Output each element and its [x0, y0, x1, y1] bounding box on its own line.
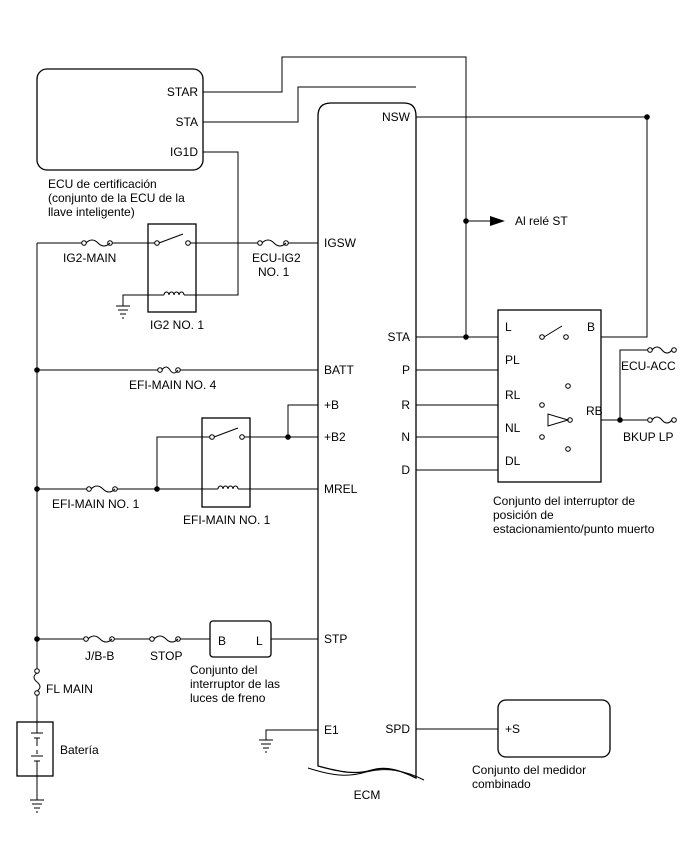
ecu-caption-2: (conjunto de la ECU de la	[48, 191, 185, 205]
ecu-caption-3: llave inteligente)	[48, 205, 135, 219]
stop-switch-term-l: L	[256, 634, 263, 648]
switch-term-b: B	[587, 320, 595, 334]
ecm-pin-batt: BATT	[324, 363, 354, 377]
arrow-icon	[490, 216, 505, 226]
ground-icon	[30, 799, 44, 813]
stop-caption-2: interruptor de las	[190, 677, 280, 691]
ecm-pin-sta: STA	[388, 330, 410, 344]
efi-main-relay: EFI-MAIN NO. 1	[183, 417, 271, 527]
fuse-label-stop: STOP	[150, 649, 182, 663]
fuses	[33, 239, 677, 696]
fuse-label-ig2-main: IG2-MAIN	[63, 251, 116, 265]
switch-term-pl: PL	[505, 353, 520, 367]
junctions	[34, 114, 650, 642]
meter-caption-1: Conjunto del medidor	[472, 763, 586, 777]
stop-caption-3: luces de freno	[190, 691, 266, 705]
fuse-icon	[81, 239, 113, 247]
meter-caption-2: combinado	[472, 777, 531, 791]
certification-ecu: STAR STA IG1D ECU de certificación (conj…	[36, 68, 204, 219]
coil-icon	[217, 485, 239, 490]
junction-dot	[154, 486, 160, 492]
stop-switch-term-b: B	[218, 634, 226, 648]
junction-dot	[463, 334, 469, 340]
junction-dot	[644, 114, 650, 120]
switch-term-nl: NL	[505, 421, 521, 435]
park-caption-2: posición de	[493, 508, 554, 522]
fuse-label-efi-main4: EFI-MAIN NO. 4	[129, 378, 217, 392]
st-relay-label: Al relé ST	[515, 214, 568, 228]
fuse-icon	[33, 668, 41, 696]
battery: Batería	[16, 721, 99, 777]
ecm-pin-nsw: NSW	[382, 110, 411, 124]
fuse-icon	[149, 635, 181, 643]
fuse-label-ecu-ig2-2: NO. 1	[258, 265, 290, 279]
ecu-caption-1: ECU de certificación	[48, 177, 157, 191]
wire-nsw	[416, 116, 648, 338]
wire-efi-tap	[156, 436, 202, 489]
wire-ig2-coil-gnd	[122, 294, 148, 306]
fuse-label-fl-main: FL MAIN	[46, 682, 93, 696]
relay-label-ig2: IG2 NO. 1	[150, 318, 204, 332]
ecm-pin-d: D	[401, 463, 410, 477]
junction-dot	[34, 367, 40, 373]
ecm-pin-p: P	[402, 363, 410, 377]
junction-dot	[34, 636, 40, 642]
stop-caption-1: Conjunto del	[190, 663, 257, 677]
battery-icon	[31, 722, 43, 776]
combination-meter: +S Conjunto del medidor combinado	[472, 699, 611, 791]
ecm-pin-n: N	[401, 430, 410, 444]
junction-dot	[617, 417, 623, 423]
stop-light-switch: B L Conjunto del interruptor de las luce…	[190, 620, 280, 705]
junction-dot	[463, 218, 469, 224]
fuse-label-bkup-lp: BKUP LP	[623, 430, 673, 444]
ig2-relay: IG2 NO. 1	[147, 223, 204, 332]
fuse-label-ecu-ig2-1: ECU-IG2	[252, 251, 301, 265]
ecm-pin-b: +B	[324, 398, 339, 412]
junction-dot	[285, 434, 291, 440]
fuse-label-jb-b: J/B-B	[85, 649, 114, 663]
fuse-icon	[157, 366, 181, 374]
ecu-pin-sta: STA	[176, 115, 198, 129]
fuse-icon	[647, 346, 677, 354]
ecm-pin-spd: SPD	[385, 722, 410, 736]
relay-label-efi: EFI-MAIN NO. 1	[183, 513, 271, 527]
park-caption-1: Conjunto del interruptor de	[493, 494, 635, 508]
switch-term-dl: DL	[505, 454, 521, 468]
ecu-pin-star: STAR	[167, 85, 198, 99]
fuse-icon	[86, 485, 118, 493]
switch-term-rl: RL	[505, 388, 521, 402]
wire-b	[287, 404, 318, 437]
fuse-label-ecu-acc: ECU-ACC	[621, 359, 676, 373]
meter-term-s: +S	[505, 722, 520, 736]
switch-term-rb: RB	[586, 404, 603, 418]
switch-term-l: L	[505, 320, 512, 334]
wire-ecu-sta	[203, 86, 416, 123]
ecm-label: ECM	[354, 788, 381, 802]
ground-icon	[116, 305, 130, 319]
fuse-icon	[647, 416, 677, 424]
ground-icon	[259, 739, 273, 753]
park-caption-3: estacionamiento/punto muerto	[493, 522, 655, 536]
wire-e1	[265, 729, 318, 740]
coil-icon	[163, 291, 185, 296]
ecm-pin-r: R	[401, 398, 410, 412]
ecm: ECM IGSW BATT +B +B2 MREL STP E1 NSW STA…	[307, 102, 425, 802]
fuse-icon	[83, 635, 115, 643]
wire-ig1d	[196, 151, 239, 296]
ecm-pin-e1: E1	[324, 723, 339, 737]
park-neutral-switch: L B PL RL RB NL DL	[497, 309, 603, 483]
ecm-pin-igsw: IGSW	[324, 236, 357, 250]
ecm-pin-b2: +B2	[324, 430, 346, 444]
fuse-icon	[257, 239, 289, 247]
battery-label: Batería	[60, 743, 99, 757]
ecm-pin-mrel: MREL	[324, 482, 358, 496]
wire-star	[203, 56, 467, 337]
ecu-pin-ig1d: IG1D	[170, 145, 198, 159]
ecm-pin-stp: STP	[324, 632, 347, 646]
labels: IG2-MAIN ECU-IG2 NO. 1 EFI-MAIN NO. 4 EF…	[46, 214, 676, 696]
junction-dot	[34, 486, 40, 492]
fuse-label-efi-main1: EFI-MAIN NO. 1	[52, 497, 140, 511]
